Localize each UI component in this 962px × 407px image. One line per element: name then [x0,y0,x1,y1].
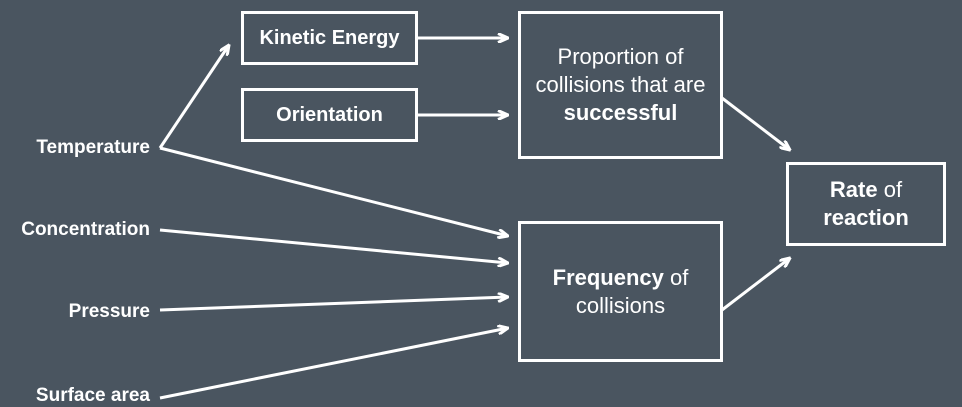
rate-word: Rate [829,177,878,202]
proportion-line-3: successful [563,100,678,125]
arrow-frequency-rate [721,258,790,312]
proportion-line-1: Proportion of [557,44,684,69]
frequency-box: Frequency of collisions [518,221,723,362]
frequency-word: Frequency [552,264,664,290]
kinetic-energy-label: Kinetic Energy [259,26,400,49]
kinetic-energy-box: Kinetic Energy [241,11,418,65]
factor-temperature: Temperature [36,137,150,158]
proportion-line-2: collisions that are [535,72,706,97]
arrow-surface-frequency [159,328,508,400]
arrow-concentration-frequency [159,228,508,263]
rate-box: Rate of reaction [786,162,946,246]
arrow-proportion-rate [721,96,790,150]
rate-of: of [877,177,903,202]
frequency-line-1: Frequency of [553,264,689,292]
arrow-pressure-frequency [159,297,508,312]
factor-pressure: Pressure [68,301,150,322]
proportion-box: Proportion of collisions that are succes… [518,11,723,159]
frequency-line-2: collisions [575,292,666,318]
orientation-label: Orientation [276,103,383,126]
arrow-temperature-frequency [159,146,508,236]
arrow-temperature-kinetic [158,45,229,149]
orientation-box: Orientation [241,88,418,142]
factor-concentration: Concentration [21,219,150,240]
frequency-of: of [663,264,689,290]
rate-line-2: reaction [823,205,909,230]
factor-surface-area: Surface area [35,385,150,406]
rate-line-1: Rate of [830,176,902,204]
